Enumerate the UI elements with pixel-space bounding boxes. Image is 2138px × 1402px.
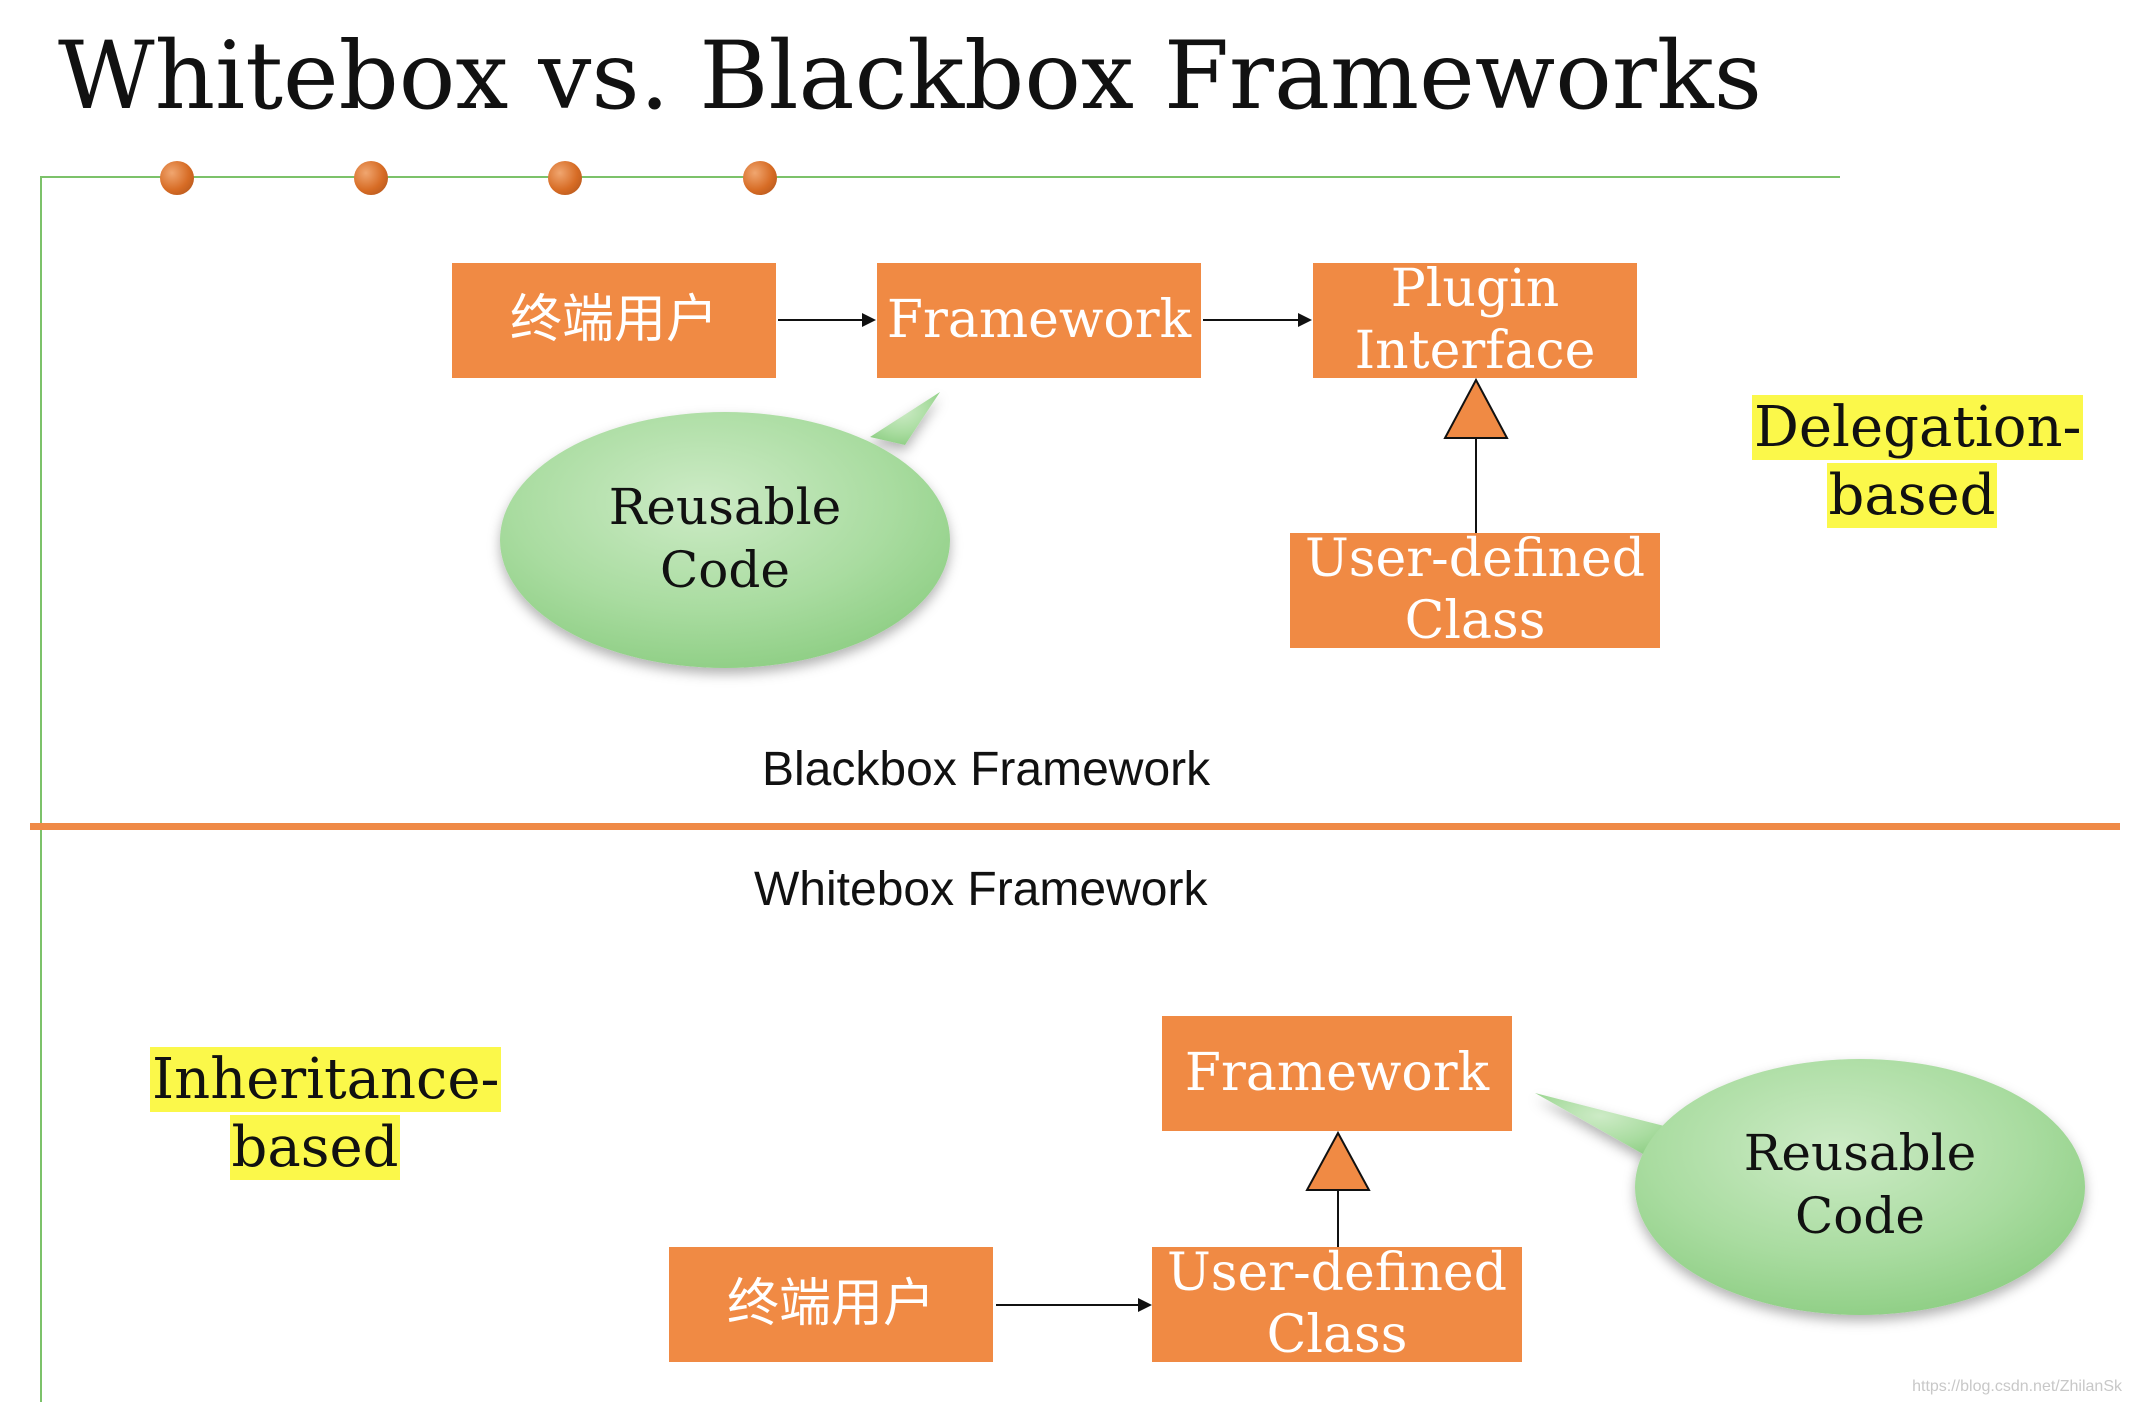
watermark: https://blog.csdn.net/ZhilanSk (1912, 1378, 2122, 1395)
user-defined-class-box-bottom: User-defined Class (1152, 1243, 1522, 1365)
plugin-interface-box: Plugin Interface (1313, 259, 1637, 381)
framework-box-bottom: Framework (1162, 1016, 1512, 1131)
whitebox-framework-label: Whitebox Framework (754, 863, 1208, 916)
framework-label-bottom: Framework (1184, 1042, 1490, 1103)
inheritance-tag-line2: based (229, 1115, 401, 1181)
bullet-dot-3 (548, 161, 582, 195)
framework-box-top: Framework (877, 263, 1201, 378)
end-user-box-top: 终端用户 (452, 263, 776, 378)
end-user-label-bottom: 终端用户 (726, 1273, 935, 1334)
user-defined-class-label-bottom: User-defined Class (1166, 1243, 1507, 1365)
inheritance-triangle-bottom (1305, 1130, 1371, 1191)
left-rule (40, 176, 42, 1402)
delegation-tag-line2: based (1826, 463, 1998, 529)
reusable-code-bubble-bottom (1535, 1059, 2085, 1315)
bullet-dot-2 (354, 161, 388, 195)
blackbox-framework-label: Blackbox Framework (762, 743, 1211, 796)
end-user-label: 终端用户 (509, 289, 718, 350)
inheritance-tag-line1: Inheritance- (150, 1047, 502, 1112)
end-user-box-bottom: 终端用户 (669, 1247, 993, 1362)
bullet-dot-4 (743, 161, 777, 195)
inheritance-based-tag: Inheritance- based (150, 1046, 502, 1183)
reusable-code-text-bottom: Reusable Code (1743, 1124, 1977, 1245)
user-defined-class-label: User-defined Class (1304, 529, 1645, 651)
slide-title: Whitebox vs. Blackbox Frameworks (58, 22, 1762, 131)
delegation-tag-line1: Delegation- (1752, 395, 2084, 460)
title-underline (40, 176, 1840, 178)
delegation-based-tag: Delegation- based (1752, 394, 2084, 531)
plugin-interface-label: Plugin Interface (1354, 259, 1596, 381)
user-defined-class-box-top: User-defined Class (1290, 529, 1660, 651)
section-divider (30, 823, 2120, 830)
framework-label: Framework (886, 289, 1192, 350)
reusable-code-bubble-top (500, 392, 950, 668)
inheritance-triangle-top (1443, 377, 1509, 439)
reusable-code-text-top: Reusable Code (608, 478, 842, 599)
bullet-dot-1 (160, 161, 194, 195)
